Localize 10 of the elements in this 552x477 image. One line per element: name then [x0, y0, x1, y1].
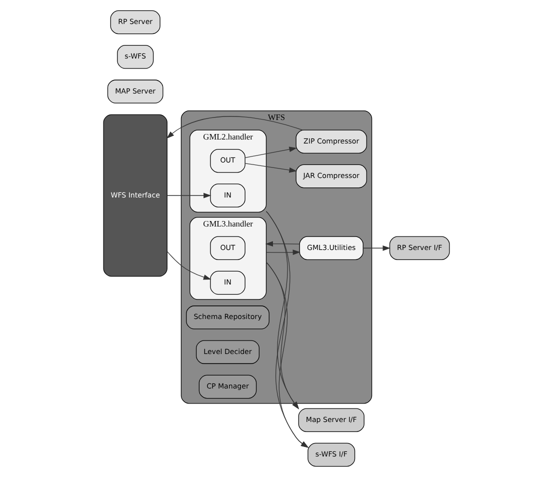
arrow	[362, 245, 390, 251]
arrow	[265, 211, 308, 448]
arrow	[166, 116, 302, 139]
arrow	[166, 251, 211, 280]
arrow	[244, 163, 296, 173]
arrow	[244, 146, 296, 158]
arrow	[264, 241, 300, 247]
arrow	[166, 192, 211, 198]
arrow	[265, 250, 300, 256]
arrow	[265, 262, 308, 448]
